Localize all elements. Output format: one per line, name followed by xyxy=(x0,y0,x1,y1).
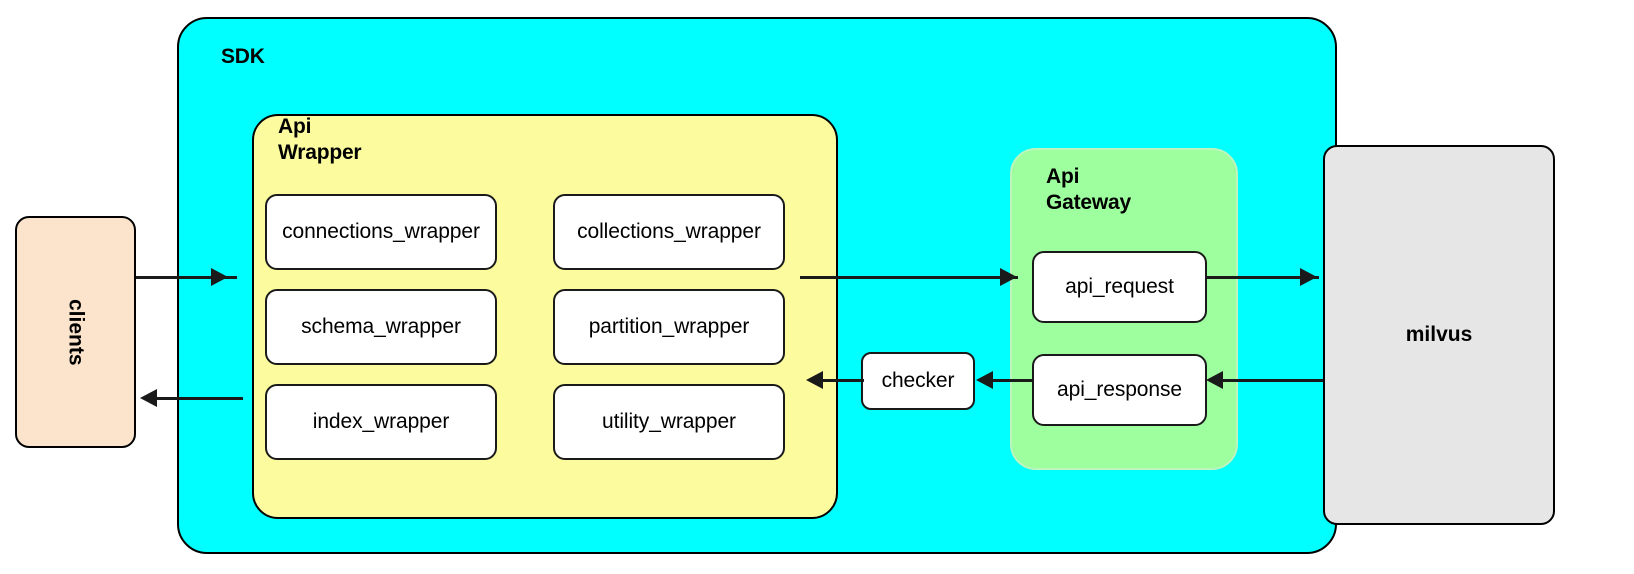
arrowhead-right-icon xyxy=(211,268,228,286)
arrowhead-left-icon xyxy=(140,389,157,407)
api-gateway-label: Api Gateway xyxy=(1046,165,1131,214)
module-api-request[interactable]: api_request xyxy=(1032,251,1207,323)
connector-checker-to-wrapper xyxy=(818,379,864,382)
connector-gateway-to-milvus xyxy=(1207,276,1319,279)
module-utility-wrapper[interactable]: utility_wrapper xyxy=(553,384,785,460)
connector-response-to-checker xyxy=(985,379,1033,382)
connector-clients-to-sdk xyxy=(136,276,237,279)
module-schema-wrapper[interactable]: schema_wrapper xyxy=(265,289,497,365)
arrowhead-left-icon xyxy=(976,371,993,389)
module-api-response[interactable]: api_response xyxy=(1032,354,1207,426)
module-collections-wrapper[interactable]: collections_wrapper xyxy=(553,194,785,270)
arrowhead-right-icon xyxy=(1000,268,1017,286)
connector-wrapper-to-gateway xyxy=(800,276,1018,279)
arrowhead-right-icon xyxy=(1300,268,1317,286)
api-wrapper-label: Api Wrapper xyxy=(278,115,362,164)
arrowhead-left-icon xyxy=(1206,371,1223,389)
connector-milvus-to-response xyxy=(1213,379,1323,382)
module-connections-wrapper[interactable]: connections_wrapper xyxy=(265,194,497,270)
module-index-wrapper[interactable]: index_wrapper xyxy=(265,384,497,460)
module-partition-wrapper[interactable]: partition_wrapper xyxy=(553,289,785,365)
sdk-label: SDK xyxy=(221,45,265,68)
milvus-node[interactable]: milvus xyxy=(1323,145,1555,525)
clients-label: clients xyxy=(64,298,88,366)
arrowhead-left-icon xyxy=(806,371,823,389)
connector-sdk-to-clients xyxy=(150,397,243,400)
clients-node[interactable]: clients xyxy=(15,216,136,448)
module-checker[interactable]: checker xyxy=(861,352,975,410)
